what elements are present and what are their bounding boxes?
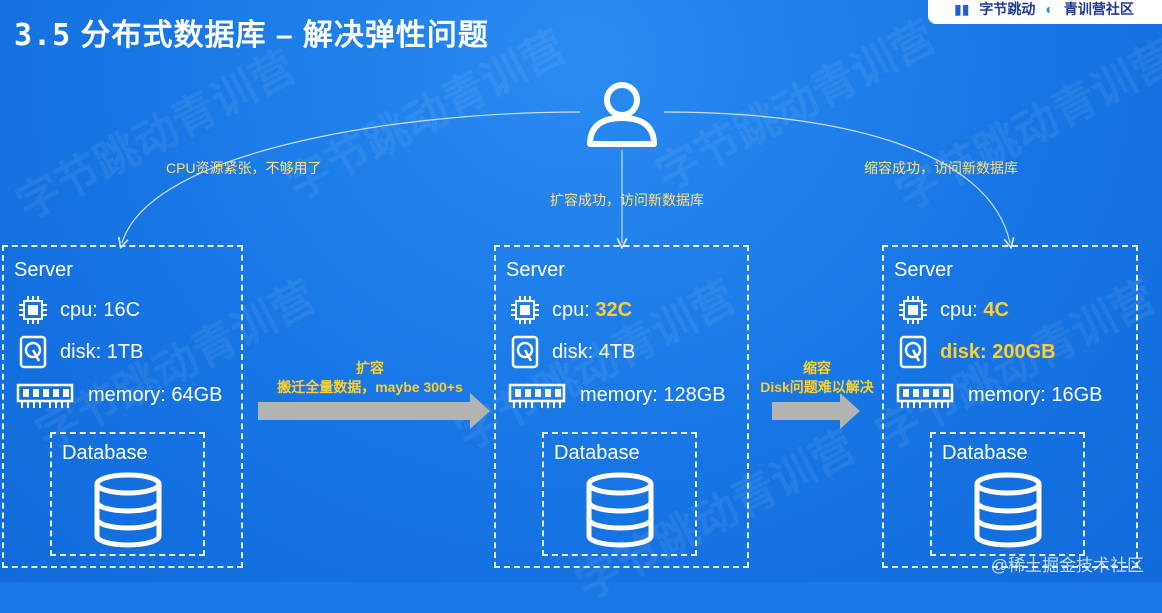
disk-prefix-highlight: disk: [940,340,987,363]
logo-text-left: 字节跳动 [979,1,1036,17]
server-label: Server [506,259,565,281]
memory-prefix: memory: [88,383,166,406]
user-icon [584,74,660,155]
edge-label-right: 缩容成功，访问新数据库 [864,160,1018,176]
database-box: Database [50,432,205,556]
scale-down-detail: Disk问题难以解决 [760,379,874,395]
title-text: 分布式数据库 – 解决弹性问题 [80,19,489,52]
memory-stick-icon [508,378,566,412]
server-label: Server [894,259,953,281]
cpu-row: cpu: 4C [896,293,1009,327]
database-box: Database [930,432,1085,556]
memory-row: memory: 16GB [896,378,1103,412]
scale-up-label: 扩容 搬迁全量数据，maybe 300+s [265,359,475,397]
database-label: Database [62,442,148,464]
brand-logo: ▮▮ 字节跳动 ◐ 青训营社区 [928,0,1162,24]
server-box-scaled-up: Server cpu: 32C disk: 4TB memory: 128GB … [494,245,749,568]
disk-prefix: disk: [60,340,102,363]
cpu-prefix: cpu: [552,298,590,321]
connector-layer [0,111,1162,429]
disk-value: 4TB [598,340,636,363]
scale-down-arrow [772,393,860,429]
corner-watermark: @稀土掘金技术社区 [990,556,1144,575]
disk-row: disk: 200GB [896,335,1056,369]
memory-prefix: memory: [580,383,658,406]
disk-value-highlight: 200GB [992,340,1056,363]
memory-stick-icon [16,378,74,412]
cpu-value-highlight: 32C [595,298,633,321]
logo-mark-icon: ▮▮ [954,0,970,17]
connector-right [663,111,1010,243]
memory-stick-icon [896,378,954,412]
memory-value: 64GB [171,383,223,406]
memory-row: memory: 64GB [16,378,223,412]
hard-disk-icon [508,335,542,369]
scale-up-arrow [258,393,490,429]
database-icon [972,472,1044,553]
cpu-prefix: cpu: [60,298,98,321]
scale-down-label: 缩容 Disk问题难以解决 [752,359,882,397]
server-label: Server [14,259,73,281]
disk-row: disk: 1TB [16,335,143,369]
slide-title: 3.5 分布式数据库 – 解决弹性问题 [14,10,489,54]
database-label: Database [942,442,1028,464]
edge-label-left: CPU资源紧张，不够用了 [166,160,322,176]
scale-up-title: 扩容 [356,360,384,376]
cpu-value: 16C [103,298,141,321]
disk-row: disk: 4TB [508,335,635,369]
connector-left [122,111,581,243]
database-icon [584,472,656,553]
memory-prefix: memory: [968,383,1046,406]
database-icon [92,472,164,553]
disk-prefix: disk: [552,340,594,363]
memory-value: 16GB [1051,383,1103,406]
title-number: 3.5 [14,18,72,53]
cpu-chip-icon [508,293,542,327]
disk-value: 1TB [106,340,144,363]
cpu-row: cpu: 32C [508,293,632,327]
cpu-row: cpu: 16C [16,293,140,327]
hard-disk-icon [16,335,50,369]
cpu-chip-icon [16,293,50,327]
database-box: Database [542,432,697,556]
scale-up-detail: 搬迁全量数据，maybe 300+s [277,379,463,395]
database-label: Database [554,442,640,464]
cpu-chip-icon [896,293,930,327]
cpu-value-highlight: 4C [983,298,1009,321]
server-box-scaled-down: Server cpu: 4C disk: 200GB memory: 16GB … [882,245,1138,568]
server-box-original: Server cpu: 16C disk: 1TB memory: 64GB D… [2,245,243,568]
hard-disk-icon [896,335,930,369]
scale-down-title: 缩容 [803,360,831,376]
memory-value: 128GB [663,383,726,406]
logo-c-icon: ◐ [1045,1,1054,17]
logo-text-right: 青训营社区 [1063,1,1134,17]
edge-label-center: 扩容成功，访问新数据库 [550,192,704,208]
memory-row: memory: 128GB [508,378,726,412]
cpu-prefix: cpu: [940,298,978,321]
